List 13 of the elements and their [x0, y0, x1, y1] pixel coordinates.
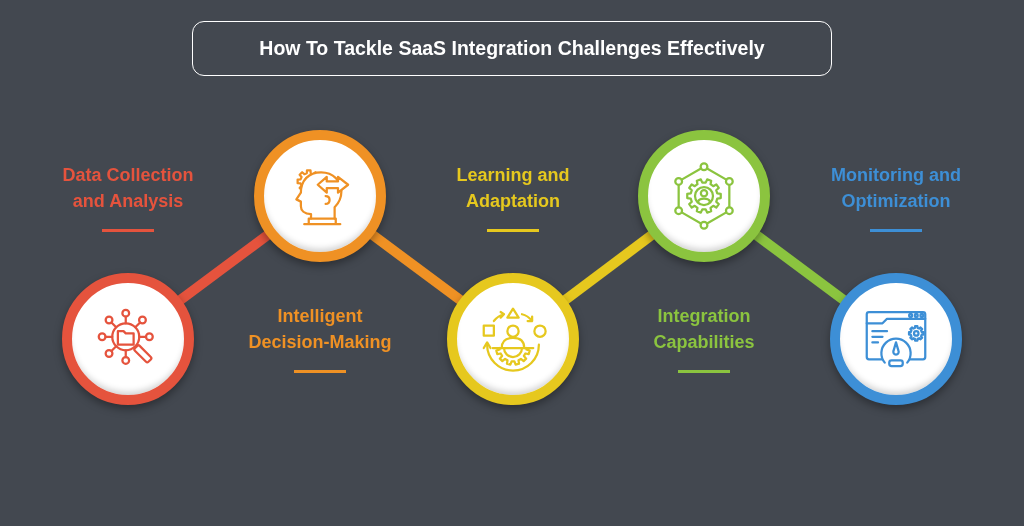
step-label: Learning and Adaptation: [455, 164, 571, 213]
icon-circle: [447, 273, 579, 405]
connector-line: [368, 230, 465, 305]
step-label: Monitoring and Optimization: [830, 164, 962, 213]
step-label: Data Collection and Analysis: [61, 164, 195, 213]
title-banner: How To Tackle SaaS Integration Challenges Effectively: [192, 21, 832, 76]
connector-line: [752, 230, 848, 305]
connector-line: [561, 230, 656, 305]
step-label: Integration Capabilities: [652, 305, 756, 354]
step-label: Intelligent Decision-Making: [247, 305, 393, 354]
connector-line: [176, 230, 272, 305]
icon-circle: [254, 130, 386, 262]
icon-circle: [638, 130, 770, 262]
